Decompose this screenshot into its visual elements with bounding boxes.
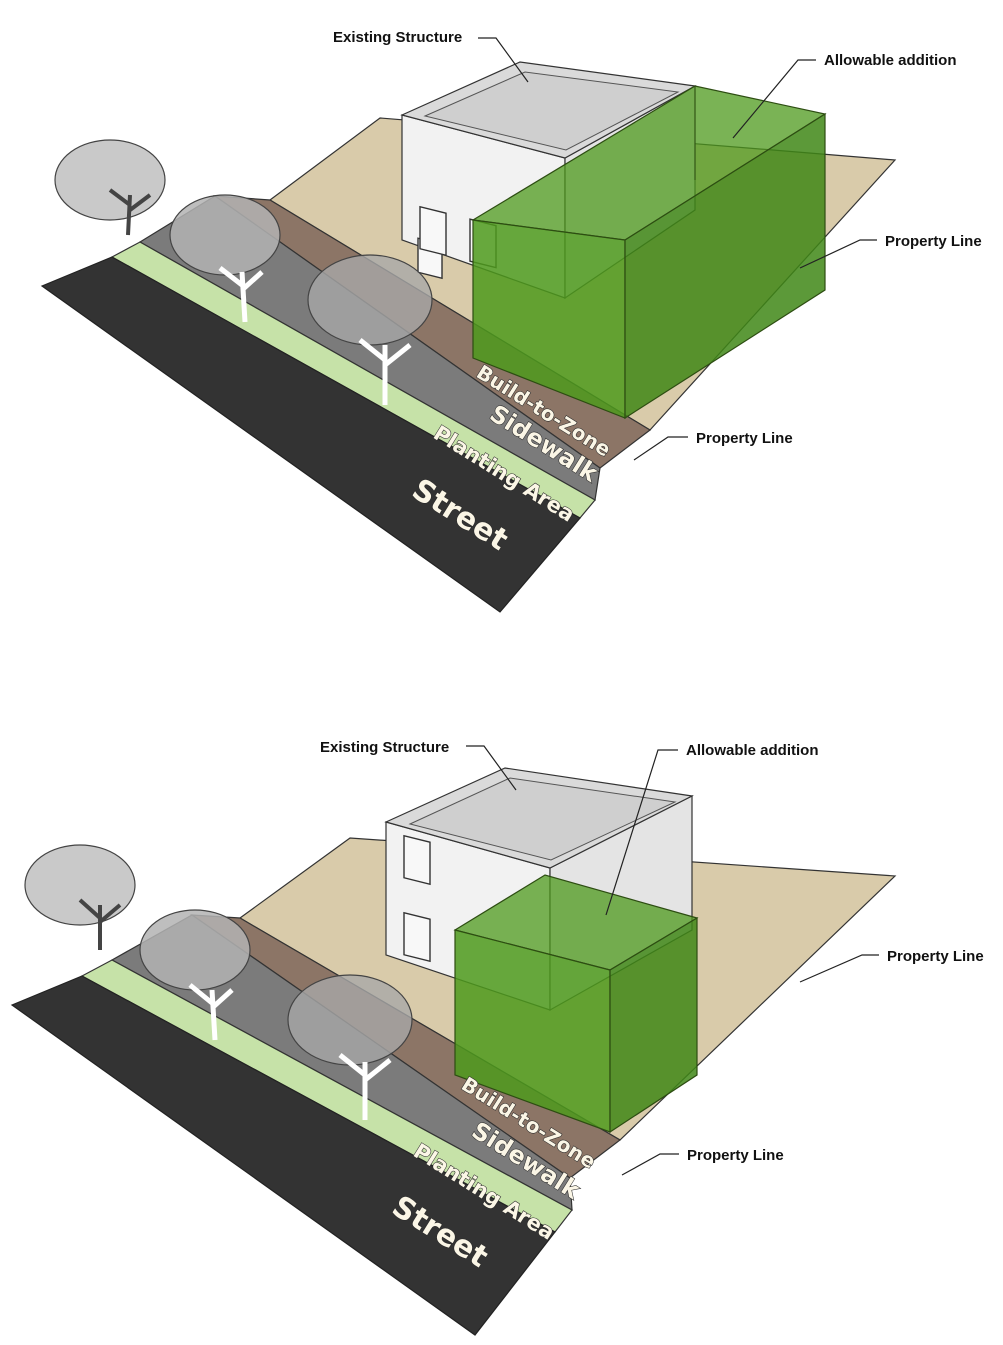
allowable-addition-volume: [471, 85, 827, 420]
street-trees: [24, 844, 413, 1120]
tree-trunk: [358, 338, 412, 405]
tree-trunk: [218, 266, 264, 323]
leader-allowable-addition: [605, 749, 678, 916]
tree-trunk: [108, 188, 152, 236]
tree-canopy: [307, 254, 433, 346]
allowable-addition-volume: [453, 874, 699, 1134]
callout-existing-structure: Existing Structure: [320, 739, 449, 756]
leader-existing-structure: [466, 745, 517, 791]
building-roof-inner: [423, 71, 680, 151]
window: [403, 911, 431, 963]
street-strip: [10, 975, 556, 1336]
tree-canopy: [24, 844, 136, 926]
callout-property-line-right: Property Line: [885, 233, 982, 250]
window: [419, 205, 447, 257]
leader-property-line-front: [633, 436, 688, 461]
tree-canopy: [54, 139, 166, 221]
street-trees: [54, 139, 433, 405]
leader-property-line-right: [799, 239, 877, 269]
tree-canopy: [169, 194, 281, 276]
tree-trunk: [338, 1053, 392, 1120]
callout-property-line-front: Property Line: [687, 1147, 784, 1164]
diagram-top: Build-to-Zone Sidewalk Planting Area Str…: [40, 29, 982, 613]
callout-allowable-addition: Allowable addition: [686, 742, 819, 759]
callout-property-line-front: Property Line: [696, 430, 793, 447]
tree-canopy: [139, 909, 251, 991]
leader-property-line-right: [799, 954, 879, 983]
tree-trunk: [78, 898, 122, 950]
diagram-bottom: Build-to-Zone Sidewalk Planting Area Str…: [10, 739, 984, 1336]
leader-property-line-front: [621, 1153, 679, 1176]
leader-allowable-addition: [732, 59, 816, 139]
leader-existing-structure: [478, 37, 529, 83]
street-strip: [40, 256, 581, 613]
callout-allowable-addition: Allowable addition: [824, 52, 957, 69]
window: [403, 834, 431, 886]
building-roof-inner: [408, 777, 677, 861]
tree-trunk: [188, 983, 234, 1041]
tree-canopy: [287, 974, 413, 1066]
callout-property-line-right: Property Line: [887, 948, 984, 965]
callout-existing-structure: Existing Structure: [333, 29, 462, 46]
